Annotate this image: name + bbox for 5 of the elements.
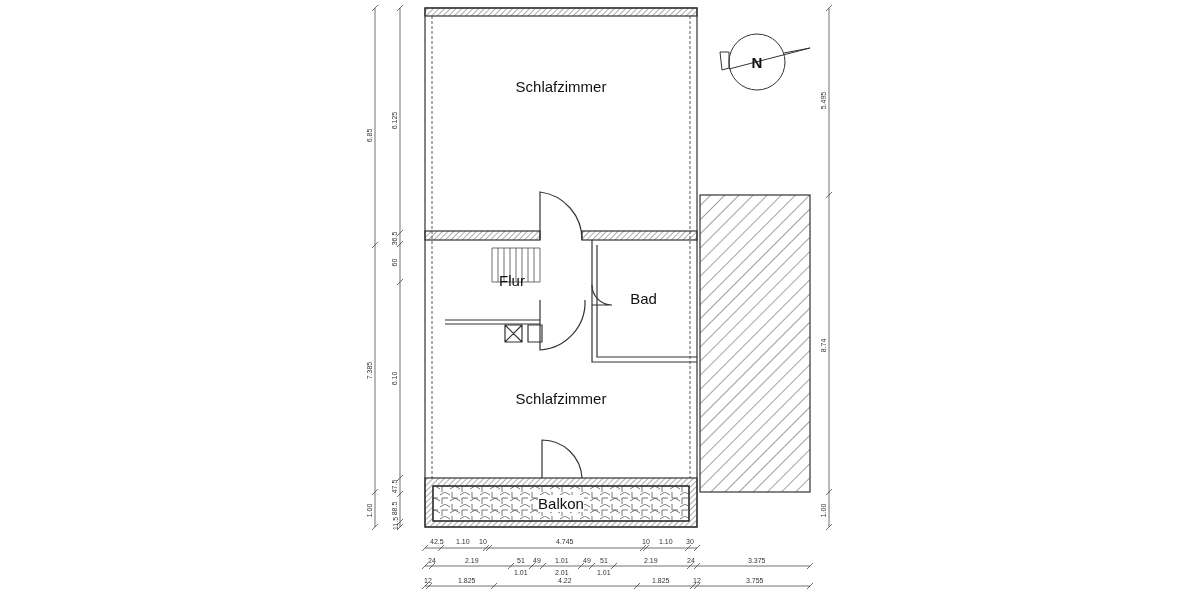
room-label: Balkon: [538, 495, 584, 512]
room-label: Bad: [630, 290, 657, 307]
room-label: Schlafzimmer: [515, 390, 607, 407]
room-label: Flur: [499, 271, 525, 289]
room-label: Schlafzimmer: [515, 78, 607, 95]
